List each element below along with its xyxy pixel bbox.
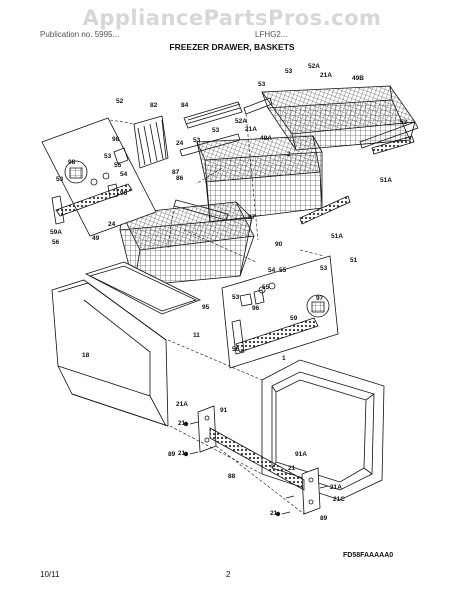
callout-91: 91: [220, 407, 228, 414]
callout-96: 96: [252, 305, 260, 312]
callout-98: 98: [112, 136, 120, 143]
callout-86: 86: [176, 175, 184, 182]
callout-88: 88: [228, 473, 236, 480]
callout-54: 54: [268, 267, 276, 274]
callout-54: 54: [120, 171, 128, 178]
bracket-right: [301, 467, 321, 515]
callout-21: 21: [270, 510, 278, 517]
drawer-tray: [84, 261, 202, 315]
callout-51a: 51A: [380, 177, 392, 184]
callout-11: 11: [193, 332, 200, 339]
callout-82: 82: [150, 102, 158, 109]
callout-21c: 21C: [333, 496, 345, 503]
callout-87: 87: [172, 169, 180, 176]
diagram-code: FD58FAAAAA0: [343, 552, 394, 559]
basket-divider-84: [183, 101, 243, 129]
upper-rail-left: [243, 97, 273, 115]
callout-53: 53: [258, 81, 266, 88]
callout-51: 51: [350, 257, 358, 264]
callout-89: 89: [320, 515, 328, 522]
basket-divider-82: [133, 115, 169, 169]
footer-date: 10/11: [40, 570, 60, 579]
callout-49a: 49A: [260, 135, 272, 142]
callout-87: 87: [248, 214, 256, 221]
callout-98: 98: [68, 159, 76, 166]
callout-53: 53: [400, 119, 408, 126]
callout-97: 97: [316, 295, 324, 302]
upper-slide-track: [371, 135, 415, 155]
watermark-logo: AppliancePartsPros.com: [82, 6, 382, 30]
model-number: LFHG2...: [255, 30, 288, 39]
callout-59a: 59A: [50, 229, 62, 236]
drawer-front: [51, 279, 169, 427]
page-title: FREEZER DRAWER, BASKETS: [169, 42, 295, 52]
callout-21a: 21A: [320, 72, 332, 79]
callout-52a: 52A: [308, 63, 320, 70]
callout-90: 90: [275, 241, 283, 248]
callout-1: 1: [282, 355, 286, 362]
callout-53: 53: [104, 153, 112, 160]
callout-52a: 52A: [235, 118, 247, 125]
callout-21a: 21A: [245, 126, 257, 133]
callout-84: 84: [181, 102, 189, 109]
rack-gear-88: [209, 427, 305, 491]
callout-21a: 21A: [176, 401, 188, 408]
callout-52: 52: [116, 98, 124, 105]
callout-2: 2: [287, 151, 291, 158]
callout-53: 53: [320, 265, 328, 272]
callout-59: 59: [290, 315, 298, 322]
callout-18: 18: [82, 352, 90, 359]
callout-91a: 91A: [295, 451, 307, 458]
lower-wire-basket: [119, 201, 255, 287]
callout-96: 96: [120, 190, 128, 197]
right-slide-assembly-box: [221, 255, 339, 369]
callout-53: 53: [232, 294, 240, 301]
callout-21: 21: [178, 450, 186, 457]
callout-49b: 49B: [352, 75, 364, 82]
callout-56: 56: [52, 239, 60, 246]
callout-49: 49: [92, 235, 100, 242]
callout-56: 56: [232, 346, 240, 353]
callout-21: 21: [178, 420, 186, 427]
door-gasket: [261, 359, 385, 501]
callout-55: 55: [114, 162, 122, 169]
callout-55: 55: [279, 267, 287, 274]
callout-24: 24: [108, 221, 116, 228]
callout-51a: 51A: [331, 233, 343, 240]
upper-rail-right: [359, 121, 419, 149]
callout-95: 95: [202, 304, 210, 311]
publication-number: Publication no. 5995...: [40, 30, 120, 39]
middle-slide-track: [299, 195, 351, 225]
callout-53: 53: [212, 127, 220, 134]
middle-rail-left: [179, 133, 241, 157]
footer-page-number: 2: [226, 570, 231, 579]
callout-53: 53: [193, 137, 201, 144]
callout-89: 89: [168, 451, 176, 458]
screw-markers: [183, 421, 329, 517]
callout-24: 24: [176, 140, 184, 147]
callout-21: 21: [288, 465, 296, 472]
left-slide-assembly-box: [41, 117, 157, 237]
callout-21a: 21A: [330, 484, 342, 491]
callout-53: 53: [56, 176, 64, 183]
callout-55: 55: [262, 284, 270, 291]
callout-53: 53: [285, 68, 293, 75]
